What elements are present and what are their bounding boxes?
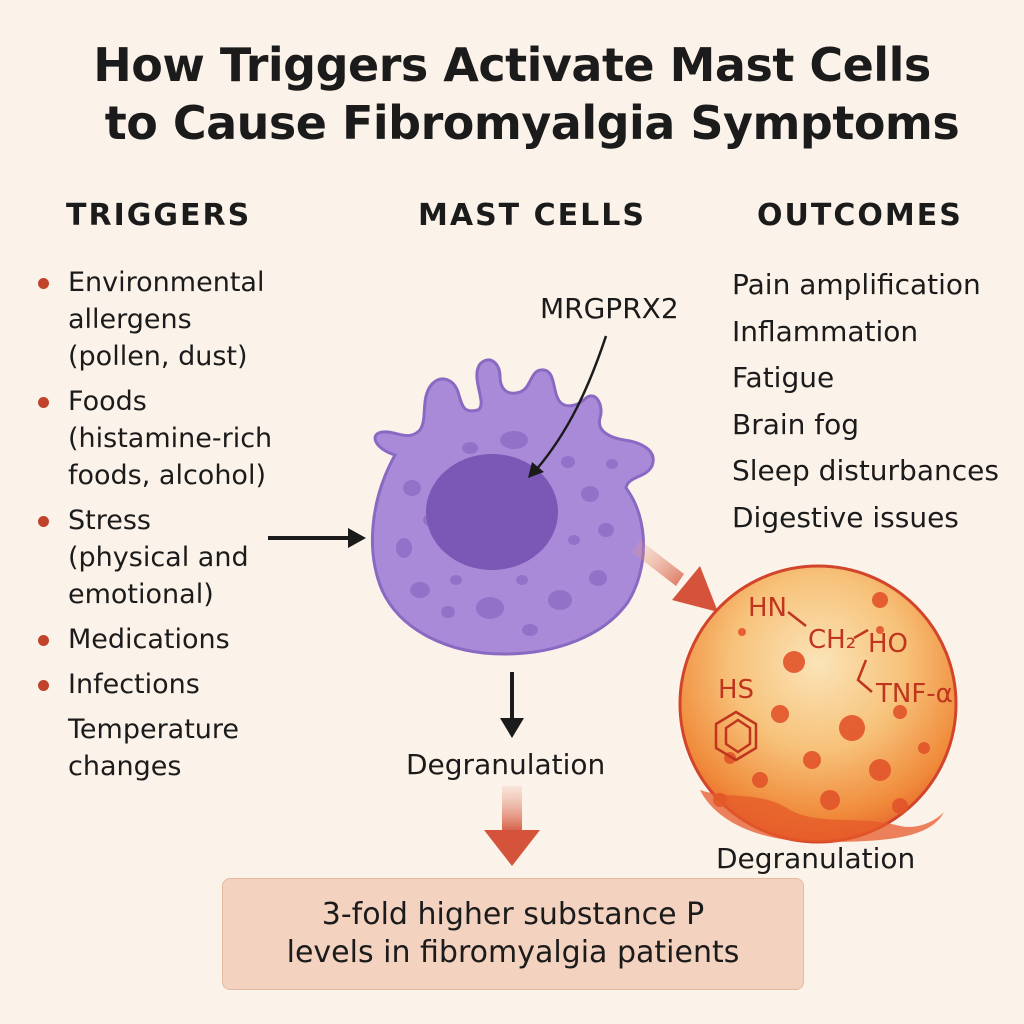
column-heading-mast-cells: MAST CELLS <box>418 198 646 233</box>
trigger-item: Foods (histamine-rich foods, alcohol) <box>38 383 272 494</box>
callout-line-2: levels in fibromyalgia patients <box>286 935 740 970</box>
nucleus <box>426 454 558 570</box>
page-title: How Triggers Activate Mast Cells to Caus… <box>0 36 1024 152</box>
mediator-tnf: TNF-α <box>875 679 953 709</box>
callout-line-1: 3-fold higher substance P <box>321 897 705 932</box>
trigger-line: Medications <box>68 624 230 655</box>
trigger-item: Stress (physical and emotional) <box>38 502 272 613</box>
trigger-line: Infections <box>68 669 200 700</box>
trigger-line: foods, alcohol) <box>68 460 266 491</box>
bullet-dot <box>38 278 49 289</box>
trigger-line: (histamine-rich <box>68 423 273 454</box>
trigger-line: allergens <box>68 304 192 335</box>
mast-cell <box>370 358 655 656</box>
bullet-dot <box>38 680 49 691</box>
title-line-1: How Triggers Activate Mast Cells <box>93 38 931 92</box>
trigger-line: Stress <box>68 505 151 536</box>
outcome-item: Inflammation <box>732 314 919 348</box>
degranulation-label-right: Degranulation <box>716 842 916 875</box>
receptor-pointer-arrow <box>528 335 608 478</box>
trigger-line: (pollen, dust) <box>68 341 248 372</box>
trigger-arrow <box>268 528 366 548</box>
column-heading-outcomes: OUTCOMES <box>757 198 963 233</box>
mediator-ho: HO <box>868 629 908 659</box>
callout-arrow <box>484 786 540 866</box>
outcome-item: Pain amplification <box>732 268 981 301</box>
trigger-line: Temperature <box>68 714 240 745</box>
outcome-item: Digestive issues <box>732 500 959 534</box>
mediator-ch2: CH₂ <box>808 625 856 655</box>
trigger-item: Medications <box>38 621 272 658</box>
substance-p-callout: 3-fold higher substance P levels in fibr… <box>222 878 804 990</box>
trigger-item: Environmental allergens (pollen, dust) <box>38 264 272 375</box>
bullet-dot <box>38 635 49 646</box>
trigger-item: Temperature changes <box>38 711 272 785</box>
triggers-list: Environmental allergens (pollen, dust) F… <box>38 264 272 793</box>
trigger-item: Infections <box>38 666 272 703</box>
column-heading-triggers: TRIGGERS <box>66 198 252 233</box>
bullet-dot <box>38 397 49 408</box>
release-arrow <box>632 540 718 612</box>
outcome-item: Brain fog <box>732 407 860 441</box>
trigger-line: (physical and <box>68 542 249 573</box>
outcome-item: Fatigue <box>732 361 835 394</box>
mediator-sphere <box>678 564 958 844</box>
trigger-line: Foods <box>68 386 147 417</box>
outcomes-list: Pain amplification Inflammation Fatigue … <box>732 262 999 541</box>
degranulation-arrow <box>500 672 524 738</box>
trigger-line: changes <box>68 751 182 782</box>
bullet-dot <box>38 516 49 527</box>
degranulation-label-center: Degranulation <box>406 748 606 781</box>
title-line-2: to Cause Fibromyalgia Symptoms <box>104 96 960 150</box>
trigger-line: emotional) <box>68 579 214 610</box>
receptor-label: MRGPRX2 <box>540 292 679 325</box>
mediator-hs: HS <box>718 675 754 705</box>
trigger-line: Environmental <box>68 267 265 298</box>
outcome-item: Sleep disturbances <box>732 454 999 487</box>
mediator-hn: HN <box>748 593 787 623</box>
